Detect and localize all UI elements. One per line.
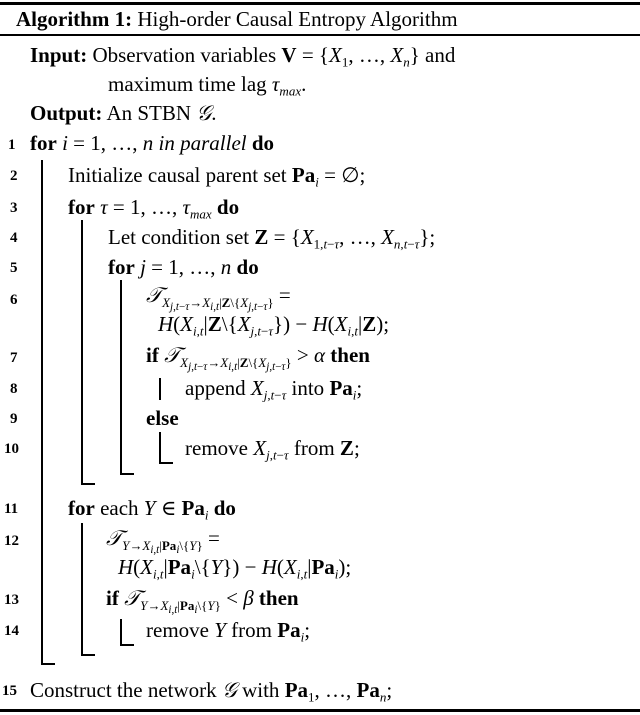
algo-line-7: if 𝒯Xj,t−τ→Xi,t|Z\{Xj,t−τ} > α then <box>146 343 370 373</box>
line-number: 7 <box>10 350 18 366</box>
algo-line-14: remove Y from Pai; <box>146 618 311 645</box>
block-foot-each-for <box>81 654 95 656</box>
block-foot-if-beta <box>120 644 134 646</box>
algo-line-15: Construct the network 𝒢 with Pa1, …, Pan… <box>30 678 393 705</box>
output-label: Output: <box>30 101 103 125</box>
algo-line-4: Let condition set Z = {X1,t−τ, …, Xn,t−τ… <box>108 225 436 252</box>
line-number: 12 <box>4 533 19 549</box>
algo-line-5: for j = 1, …, n do <box>108 255 259 279</box>
algo-line-6-continued: H(Xi,t|Z\{Xj,t−τ}) − H(Xi,t|Z); <box>158 312 390 339</box>
block-bar-else <box>159 432 161 464</box>
line-number: 5 <box>10 260 18 276</box>
output-line: Output: An STBN 𝒢. <box>30 101 217 125</box>
caption-rule <box>0 34 640 36</box>
input-line-continued: maximum time lag τmax. <box>108 72 307 99</box>
block-foot-else <box>159 462 173 464</box>
block-bar-if-beta <box>120 619 122 646</box>
line-number: 6 <box>10 292 18 308</box>
algorithm-caption: Algorithm 1: High-order Causal Entropy A… <box>16 7 458 31</box>
block-bar-j-for <box>120 280 122 475</box>
line-number: 1 <box>8 137 16 153</box>
block-bar-each-for <box>81 523 83 656</box>
input-line: Input: Observation variables V = {X1, …,… <box>30 43 456 70</box>
algo-line-8: append Xj,t−τ into Pai; <box>185 376 363 403</box>
line-number: 13 <box>4 592 19 608</box>
algo-line-13: if 𝒯Y→Xi,t|Pai\{Y} < β then <box>106 586 299 616</box>
block-foot-tau-for <box>81 483 95 485</box>
algo-line-1: for i = 1, …, n in parallel do <box>30 131 275 155</box>
algo-line-9: else <box>146 406 179 430</box>
line-number: 8 <box>10 381 18 397</box>
block-foot-outer-for <box>41 663 55 665</box>
line-number: 9 <box>10 411 18 427</box>
input-label: Input: <box>30 43 88 67</box>
algorithm-title: High-order Causal Entropy Algorithm <box>137 7 458 31</box>
algo-line-10: remove Xj,t−τ from Z; <box>185 436 360 463</box>
block-foot-j-for <box>120 473 134 475</box>
top-rule <box>0 2 640 5</box>
algo-line-12: 𝒯Y→Xi,t|Pai\{Y} = <box>106 526 220 556</box>
line-number: 2 <box>10 168 18 184</box>
block-bar-tau-for <box>81 220 83 485</box>
algo-line-2: Initialize causal parent set Pai = ∅; <box>68 163 366 190</box>
algorithm-label: Algorithm 1: <box>16 7 133 31</box>
line-number: 3 <box>10 200 18 216</box>
line-number: 10 <box>4 441 19 457</box>
algo-line-12-continued: H(Xi,t|Pai\{Y}) − H(Xi,t|Pai); <box>118 555 352 582</box>
algo-line-3: for τ = 1, …, τmax do <box>68 195 240 222</box>
line-number: 15 <box>2 683 17 699</box>
line-number: 14 <box>4 623 19 639</box>
line-number: 11 <box>4 501 19 517</box>
algo-line-6: 𝒯Xj,t−τ→Xi,t|Z\{Xj,t−τ} = <box>146 283 291 313</box>
block-bar-then <box>159 378 161 400</box>
algo-line-11: for each Y ∈ Pai do <box>68 496 236 523</box>
bottom-rule <box>0 709 640 712</box>
line-number: 4 <box>10 230 18 246</box>
block-bar-outer-for <box>41 160 43 665</box>
